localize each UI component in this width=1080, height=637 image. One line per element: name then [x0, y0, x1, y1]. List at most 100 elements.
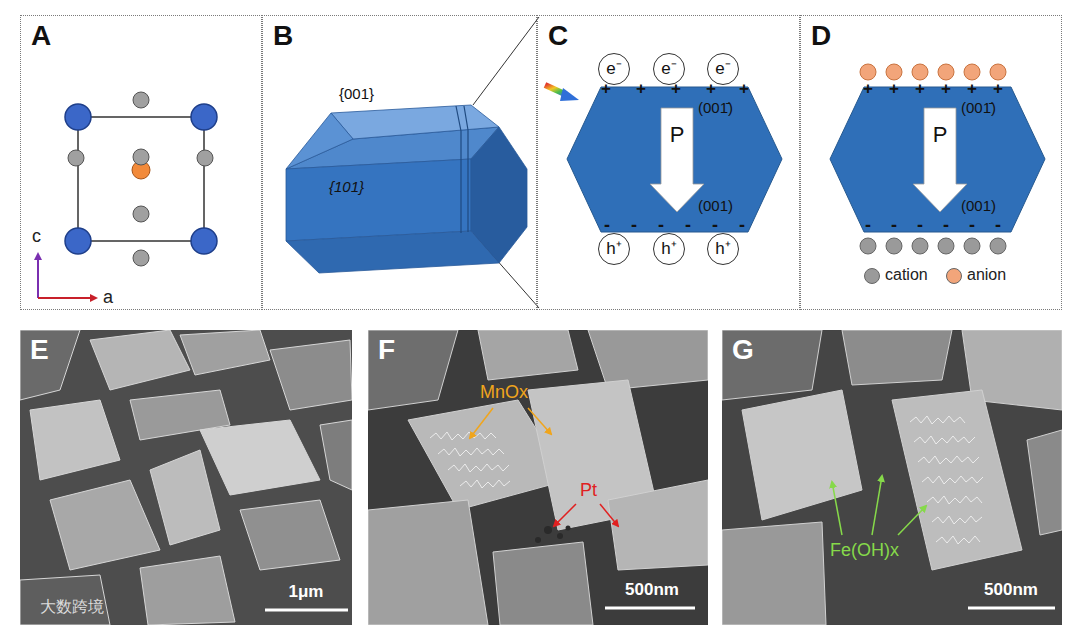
crystal-section: (001̄) P (001)	[566, 86, 783, 233]
text-holder: c	[32, 226, 41, 247]
legend-swatch	[864, 268, 880, 284]
cation-row	[860, 238, 1006, 254]
text-holder: -	[865, 215, 871, 236]
charge-sign: -	[969, 215, 975, 235]
text-holder: P	[933, 122, 948, 147]
charge-sign: +	[739, 79, 749, 98]
facet-label: P	[670, 122, 685, 147]
charge-sign: -	[739, 215, 745, 235]
charge-sign: +	[601, 79, 611, 98]
crystal-section	[829, 86, 1046, 233]
text-holder: (001̄)	[698, 99, 733, 117]
charge-sign: +	[967, 79, 977, 98]
text-holder: +	[915, 79, 925, 99]
text-holder: +	[706, 79, 716, 99]
legend-text: cation	[885, 266, 928, 283]
sem-panel: E	[20, 330, 352, 625]
scale-label: 500nm	[984, 580, 1038, 599]
charge-label: h⁺	[661, 239, 676, 259]
sem-image	[20, 330, 352, 625]
text-holder: +	[889, 79, 899, 99]
charge-label: e⁻	[661, 59, 676, 79]
charge-label: e⁻	[715, 59, 730, 79]
charge-sign: -	[712, 215, 718, 235]
facet-label: (001)	[698, 197, 733, 214]
panel-letter: C	[548, 20, 568, 51]
charge-sign: +	[889, 79, 899, 98]
facet-label: (001̄)	[961, 99, 996, 116]
text-holder: Fe(OH)x	[830, 540, 899, 561]
text-holder: anion	[967, 266, 1006, 284]
text-holder: +	[941, 79, 951, 99]
panel-letter: B	[273, 20, 293, 51]
facet-label: {101}	[329, 178, 364, 195]
text-holder: {101}	[329, 178, 364, 196]
panel-frame: A	[20, 15, 262, 310]
axis-label: c	[32, 226, 41, 246]
charge-sign: -	[917, 215, 923, 235]
panel-frame: D (001̄)P(001)	[800, 15, 1062, 310]
text-holder: -	[604, 215, 610, 236]
charge-sign: +	[706, 79, 716, 98]
text-holder: (001̄)	[961, 99, 996, 117]
charge-label: h⁺	[606, 239, 621, 259]
text-holder: -	[712, 215, 718, 236]
facet-label: F	[378, 334, 395, 365]
text-holder: +	[993, 79, 1003, 99]
text-holder: 500nm	[625, 580, 679, 600]
text-holder: F	[378, 334, 395, 366]
text-holder: -	[631, 215, 637, 236]
text-holder: Pt	[580, 480, 597, 501]
facet-label: {001}	[339, 85, 374, 102]
text-holder: -	[739, 215, 745, 236]
crystal-section: (001̄) P (001)	[829, 86, 1046, 233]
charge-sign: -	[891, 215, 897, 235]
text-holder: +	[863, 79, 873, 99]
scale-label: 500nm	[625, 580, 679, 599]
facet-label: (001)	[961, 197, 996, 214]
text-holder: +	[636, 79, 646, 99]
charge-sign: +	[671, 79, 681, 98]
charge-sign: +	[993, 79, 1003, 98]
crystal-body: {001} {101}	[284, 79, 532, 279]
hole-circle: h⁺	[707, 233, 739, 265]
charge-sign: +	[915, 79, 925, 98]
facet-label: P	[933, 122, 948, 147]
charge-sign: -	[865, 215, 871, 235]
text-holder: P	[670, 122, 685, 147]
zoom-line	[473, 17, 539, 105]
text-holder: h⁺	[708, 234, 738, 264]
charge-label: e⁻	[606, 59, 621, 79]
text-holder: -	[969, 215, 975, 236]
text-holder: -	[995, 215, 1001, 236]
charge-sign: -	[943, 215, 949, 235]
text-holder: C	[548, 20, 568, 52]
text-holder: -	[658, 215, 664, 236]
watermark: 大数跨境	[40, 598, 104, 615]
charge-sign: +	[941, 79, 951, 98]
charge-sign: +	[863, 79, 873, 98]
text-holder: +	[601, 79, 611, 99]
text-holder: 1μm	[289, 582, 324, 602]
light-arrow	[545, 85, 579, 101]
annotation-label: Pt	[580, 480, 597, 500]
charge-sign: -	[604, 215, 610, 235]
text-holder: +	[739, 79, 749, 99]
facet-label: G	[732, 334, 754, 365]
text-holder: -	[943, 215, 949, 236]
text-holder: h⁺	[599, 234, 629, 264]
axes	[38, 254, 96, 298]
text-holder: +	[967, 79, 977, 99]
annotation-label: Fe(OH)x	[830, 540, 899, 560]
charge-sign: +	[636, 79, 646, 98]
text-holder: -	[891, 215, 897, 236]
text-holder: a	[103, 287, 113, 308]
facet-label: E	[30, 334, 49, 365]
charge-sign: -	[995, 215, 1001, 235]
text-holder: B	[273, 20, 293, 52]
text-holder: (001)	[698, 197, 733, 215]
text-holder: 大数跨境	[40, 598, 104, 616]
facet-label: (001̄)	[698, 99, 733, 116]
charge-sign: -	[685, 215, 691, 235]
